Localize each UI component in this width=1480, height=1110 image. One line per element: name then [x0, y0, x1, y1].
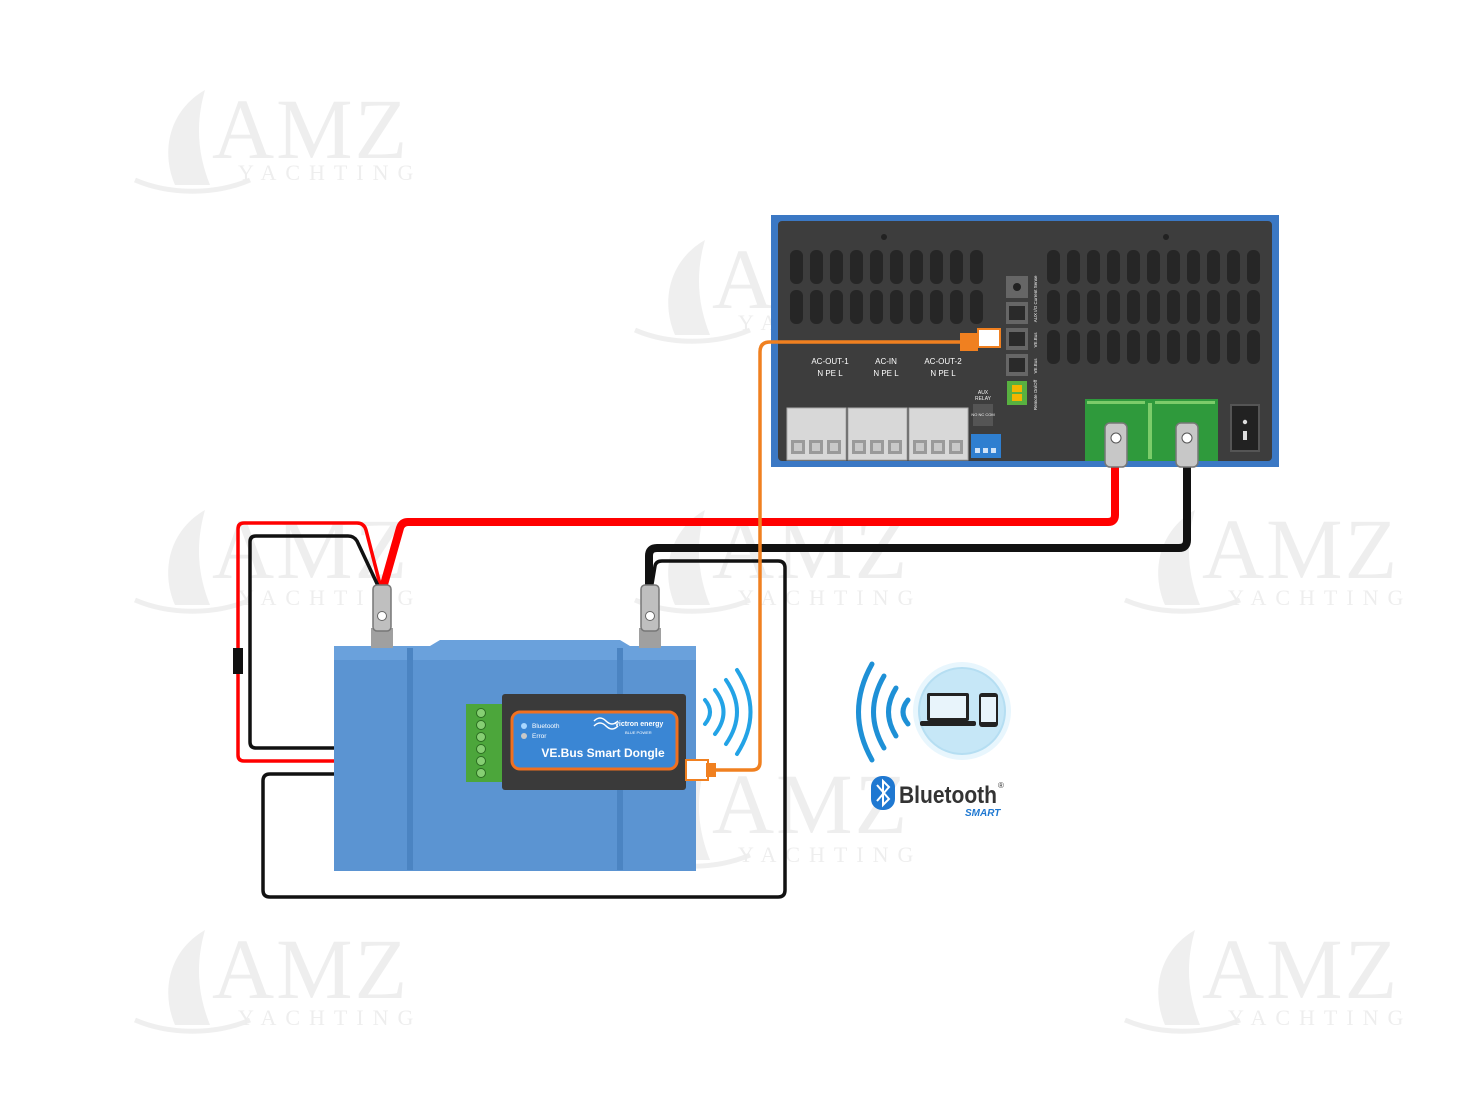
watermark-logo-icon — [134, 930, 251, 1034]
inverter-charger: AC-OUT-1 N PE L AC-IN N PE L AC-OUT-2 N … — [771, 215, 1279, 467]
side-label-current-sense: Current Sense — [1033, 275, 1038, 305]
watermark-bottom-left: AMZ YACHTING — [134, 921, 422, 1034]
error-led — [521, 733, 527, 739]
mounting-hole — [1163, 234, 1169, 240]
ac-in-pins: N PE L — [873, 369, 899, 378]
bluetooth-smart-badge: Bluetooth ® SMART — [871, 776, 1004, 819]
bluetooth-rune-icon — [871, 776, 895, 810]
blue-terminal — [971, 434, 1001, 458]
aux-relay-terminal — [973, 404, 993, 426]
aux-relay: AUX RELAY NO NC COM — [971, 390, 995, 426]
watermark-tagline: YACHTING — [738, 585, 922, 610]
victron-brand: victron energy — [615, 721, 663, 728]
wireless-signal-icon — [703, 668, 753, 756]
mounting-hole — [881, 234, 887, 240]
bluetooth-indicator-label: Bluetooth — [532, 723, 560, 730]
watermark-brand: AMZ — [1202, 501, 1399, 597]
dongle-negative-lead — [261, 559, 787, 899]
vent-slots-right — [1047, 250, 1260, 364]
inverter-negative-lug — [1175, 422, 1199, 468]
watermark-mid-center: AMZ YACHTING — [634, 501, 922, 614]
positive-main-cable — [379, 456, 1119, 590]
bluetooth-smart-label: SMART — [965, 808, 1001, 819]
comm-ports: Current Sense AUX I/O VE.Bus VE.Bus Remo… — [1006, 275, 1038, 410]
battery-negative-terminal — [639, 584, 661, 648]
dongle-screen — [510, 710, 679, 771]
laptop-icon — [920, 693, 976, 726]
bluetooth-devices — [856, 661, 1011, 763]
watermark-brand: AMZ — [1202, 921, 1399, 1017]
bluetooth-wordmark: Bluetooth — [899, 782, 997, 809]
ve-bus-smart-dongle: Bluetooth Error victron energy BLUE POWE… — [466, 694, 716, 790]
ac-out-1-label: AC-OUT-1 — [811, 357, 849, 366]
side-label-ve-bus-1: VE.Bus — [1033, 332, 1038, 348]
side-label-ve-bus-2: VE.Bus — [1033, 358, 1038, 374]
dongle-positive-lead — [236, 521, 472, 763]
side-label-remote: Remote On/Off — [1033, 379, 1038, 410]
watermark-brand: AMZ — [212, 81, 409, 177]
battery-positive-terminal — [371, 584, 393, 648]
phone-icon — [979, 693, 998, 727]
watermark-bottom-right: AMZ YACHTING — [1124, 921, 1412, 1034]
watermark-tagline: YACHTING — [738, 842, 922, 867]
watermark-tagline: YACHTING — [238, 160, 422, 185]
power-switch-icon — [1230, 404, 1260, 452]
fuse-icon — [233, 648, 243, 674]
watermark-logo-icon — [634, 240, 751, 344]
ac-out-1-pins: N PE L — [817, 369, 843, 378]
relay-pins-label: NO NC COM — [971, 412, 994, 417]
ac-terminal-blocks — [786, 407, 1001, 461]
bluetooth-registered-mark: ® — [998, 781, 1004, 790]
aux-relay-label-line1: AUX — [978, 390, 989, 396]
dongle-terminal-block — [466, 704, 503, 782]
inverter-positive-lug — [1104, 422, 1128, 468]
bluetooth-led — [521, 723, 527, 729]
watermark-logo-icon — [134, 90, 251, 194]
victron-brand-sub: BLUE POWER — [625, 730, 652, 735]
remote-on-off-terminal — [1007, 381, 1027, 405]
victron-logo-icon — [593, 717, 619, 730]
negative-main-cable — [645, 456, 1191, 588]
ac-out-2-pins: N PE L — [930, 369, 956, 378]
ac-port-labels: AC-OUT-1 N PE L AC-IN N PE L AC-OUT-2 N … — [811, 357, 962, 378]
wireless-signal-icon — [856, 661, 911, 763]
watermark-tagline: YACHTING — [238, 1005, 422, 1030]
rj45-plug-inverter — [960, 328, 1001, 351]
watermark-logo-icon — [1124, 930, 1241, 1034]
watermark-tagline: YACHTING — [1228, 585, 1412, 610]
error-indicator-label: Error — [532, 733, 547, 740]
watermark-tagline: YACHTING — [1228, 1005, 1412, 1030]
watermark-top-left: AMZ YACHTING — [134, 81, 422, 194]
side-label-aux-io: AUX I/O — [1033, 305, 1038, 322]
dongle-sense-lead — [248, 534, 472, 750]
aux-relay-label-line2: RELAY — [975, 396, 992, 402]
watermark-tagline: YACHTING — [238, 585, 422, 610]
watermark-mid-right: AMZ YACHTING — [1124, 501, 1412, 614]
ac-out-2-label: AC-OUT-2 — [924, 357, 962, 366]
rj45-plug-dongle — [685, 759, 716, 781]
ve-bus-cable — [700, 340, 975, 772]
watermark-brand: AMZ — [212, 921, 409, 1017]
dongle-name: VE.Bus Smart Dongle — [541, 746, 665, 760]
vent-slots-left — [790, 250, 983, 324]
ac-in-label: AC-IN — [875, 357, 897, 366]
